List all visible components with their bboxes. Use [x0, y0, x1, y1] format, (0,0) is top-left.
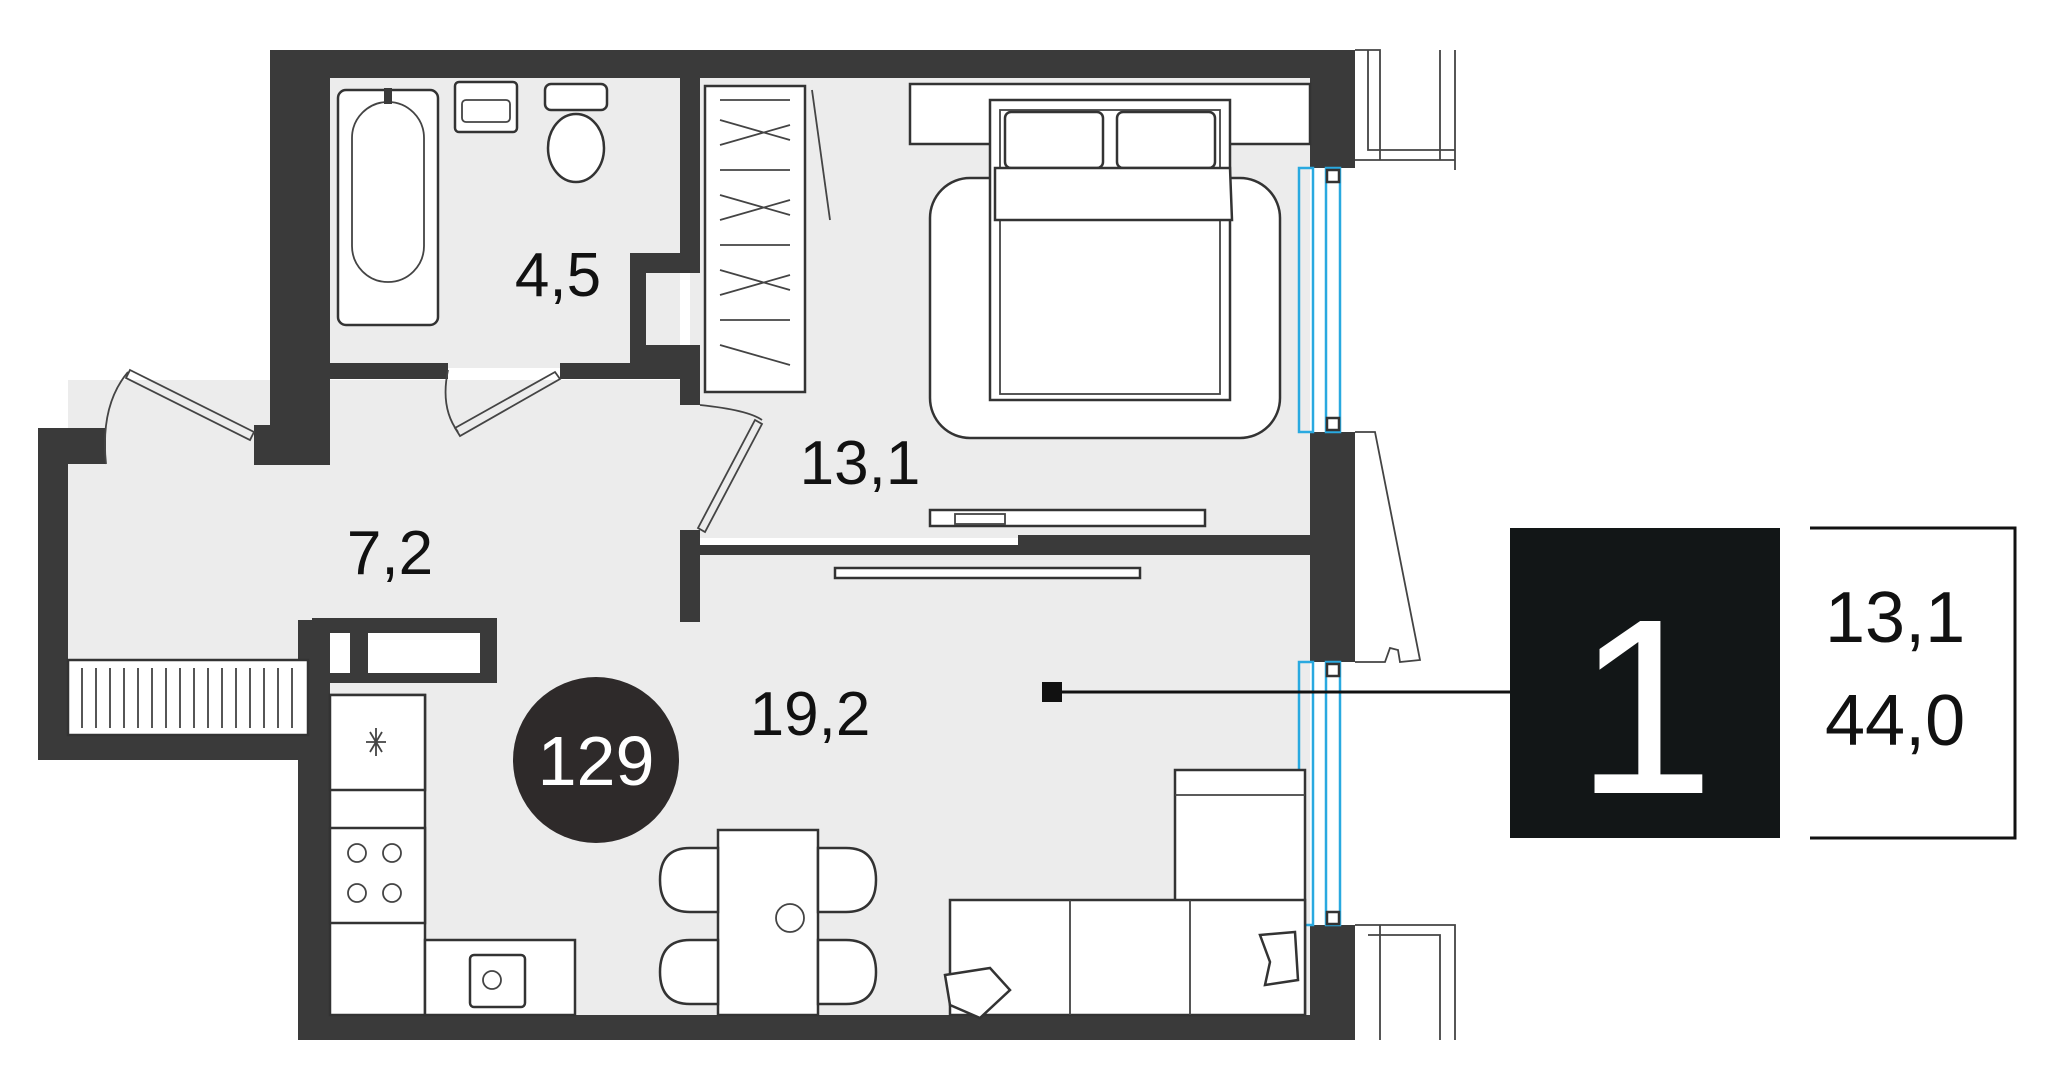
chair-1	[658, 846, 720, 914]
niche-inner-2	[368, 633, 480, 673]
sofa-seat	[948, 898, 1307, 1017]
entrance-door-arc	[104, 371, 129, 465]
tv	[954, 513, 1006, 525]
toilet-bowl	[546, 112, 606, 184]
burner-4	[382, 883, 402, 903]
window-living-glass-2	[1324, 660, 1342, 927]
window-living-frame	[1325, 662, 1341, 678]
wall-bath-bottom-left	[330, 363, 448, 379]
sink-basin	[461, 99, 511, 123]
niche-inner	[330, 633, 350, 673]
table-vase	[775, 903, 805, 933]
sink	[453, 80, 519, 134]
kitchen-furniture	[328, 693, 577, 1017]
bedroom-door-leaf	[696, 418, 764, 534]
total-area-value: 44,0	[1825, 681, 1965, 761]
wall-hall-left	[38, 428, 68, 760]
chair-4	[816, 938, 878, 1006]
pillow-right	[1115, 110, 1217, 170]
sofa-cushion-lines	[1069, 794, 1305, 1015]
wall-bedroom-living	[1018, 535, 1310, 555]
window-bedroom-glass-1	[1297, 166, 1315, 434]
wall-bedroom-stub	[680, 363, 700, 405]
wall-shaft-mid	[630, 345, 700, 363]
wall-right-top	[1310, 50, 1355, 168]
bedroom-furniture	[703, 82, 1312, 528]
wall-shaft-left	[630, 253, 646, 363]
burner-3	[347, 883, 367, 903]
kitchen-sink	[468, 953, 527, 1009]
living-area-value: 13,1	[1825, 578, 1965, 658]
rooms-count: 1	[1575, 567, 1714, 846]
wall-bath-bottom-right	[560, 363, 700, 379]
wardrobe-door	[811, 89, 831, 221]
wall-hall-living-stub	[680, 530, 700, 622]
window-bedroom-frame-2	[1325, 416, 1341, 432]
area-living-kitchen: 19,2	[750, 680, 871, 749]
pillow-left	[1003, 110, 1105, 170]
balcony-rail-top	[1355, 49, 1456, 170]
toilet-tank	[543, 82, 609, 112]
bedroom-door-arc	[699, 404, 763, 421]
tv-stand-living	[833, 566, 1142, 580]
bath-door-arc	[444, 369, 459, 433]
info-frame	[1810, 526, 2017, 840]
rooms-count-block	[1510, 528, 1780, 838]
stove	[328, 826, 427, 925]
dining-table	[716, 828, 820, 1017]
living-furniture	[658, 566, 1307, 1020]
balcony-rail-bottom	[1355, 924, 1456, 1040]
wall-bottom	[298, 1015, 1355, 1040]
chair-3	[816, 846, 878, 914]
radiator	[66, 658, 310, 737]
wall-hall-bottom	[38, 735, 330, 760]
apartment-badge	[513, 677, 679, 843]
window-bedroom-frame	[1325, 168, 1341, 184]
area-hallway: 7,2	[347, 519, 433, 588]
chair-2	[658, 938, 720, 1006]
bathtub-tap	[384, 88, 392, 104]
wall-bedroom-living-thin	[690, 545, 1020, 555]
apartment-number: 129	[538, 722, 655, 800]
window-sash	[1355, 431, 1422, 663]
area-bathroom: 4,5	[515, 241, 601, 310]
bathroom-fixtures	[336, 80, 609, 327]
burner-1	[347, 843, 367, 863]
wall-hall-top-right	[254, 425, 330, 465]
wall-bath-bedroom	[680, 78, 700, 253]
burner-2	[382, 843, 402, 863]
bed-blanket	[993, 166, 1234, 222]
bed-inner	[999, 109, 1221, 395]
area-bedroom: 13,1	[800, 429, 921, 498]
wall-bath-shaft	[630, 253, 700, 273]
entrance-door-leaf	[124, 368, 256, 442]
walls	[38, 50, 1355, 1040]
wall-right-mid	[1310, 432, 1355, 662]
windows	[1297, 49, 1456, 1040]
window-living-frame-2	[1325, 910, 1341, 926]
fridge-snow-icon	[366, 728, 386, 756]
bath-door-leaf	[453, 370, 562, 438]
window-bedroom-glass-2	[1324, 166, 1342, 434]
wall-right-bottom	[1310, 925, 1355, 1040]
hall-furniture	[66, 658, 310, 737]
sofa-pillow-1	[943, 966, 1012, 1020]
wall-bath-left	[270, 50, 330, 425]
doors	[104, 368, 764, 534]
bathtub	[336, 88, 440, 327]
wardrobe-hangers	[719, 99, 791, 366]
wall-top	[270, 50, 1355, 78]
wall-hall-top-left	[38, 428, 106, 464]
sofa-pillow-2	[1258, 930, 1300, 987]
kitchen-sink-drain	[482, 970, 502, 990]
wardrobe	[703, 84, 807, 394]
radiator-fins	[81, 668, 293, 728]
